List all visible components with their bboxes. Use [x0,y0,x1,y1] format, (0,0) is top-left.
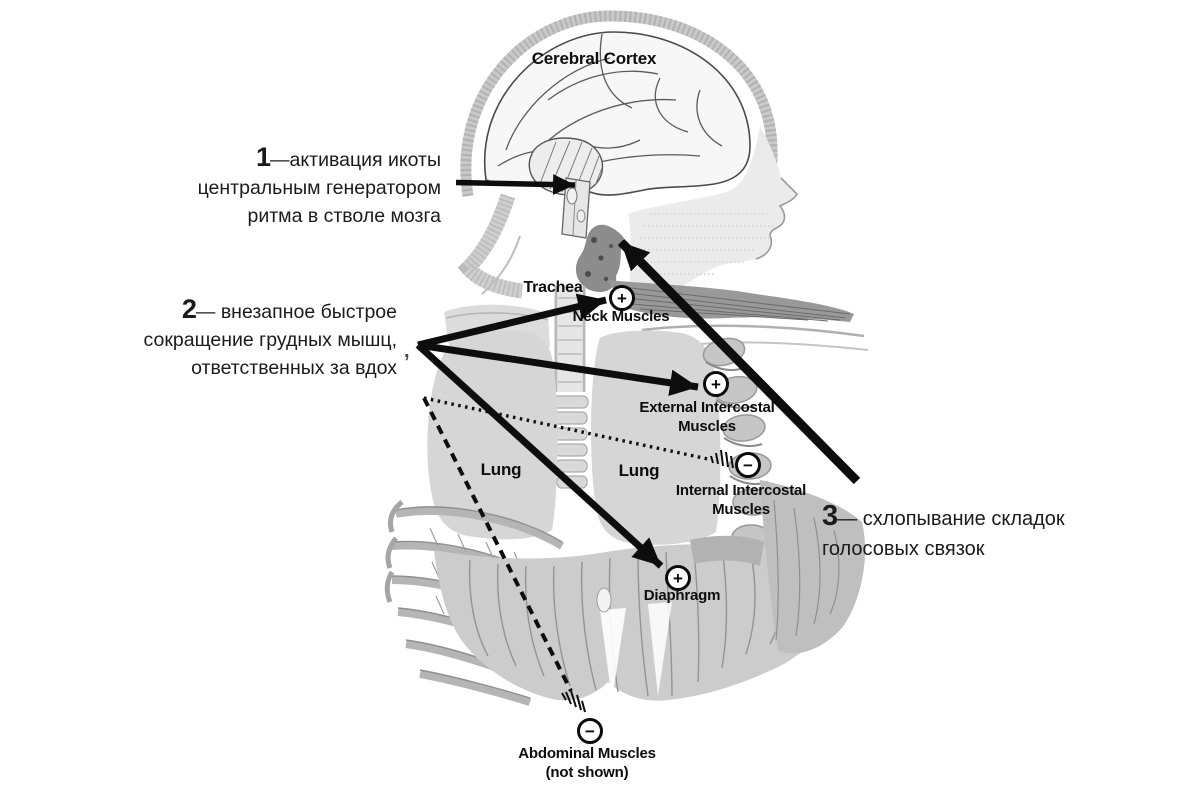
dashed-line-to-abdominal-muscles [422,397,573,692]
annotation-arrows [415,174,861,713]
annotation-2-line2: сокращение грудных мышц, [143,329,397,351]
annotation-1-line2: центральным генератором [197,177,441,199]
label-trachea: Trachea [523,279,583,296]
arrow-2-to-neck-muscles [417,293,607,349]
label-internal-intercostal: Internal Intercostal Muscles [675,482,807,518]
annotation-3-line1: 3— схлопывание складок [822,500,1065,532]
label-neck-muscles: Neck Muscles [572,308,670,325]
annotation-1: 1—активация икоты центральным генераторо… [180,143,441,230]
scan-artifact-comma: , [404,340,410,362]
annotation-3-number: 3 [822,500,838,532]
arrow-1-to-brainstem [455,174,576,195]
annotation-2: 2— внезапное быстрое сокращение грудных … [140,295,397,382]
hatch-marks-abdominal-muscles [561,690,586,713]
minus-marker-internal-intercostal: − [735,452,761,478]
hatch-marks-internal-intercostal [710,449,734,469]
annotation-2-line1: 2— внезапное быстрое [181,294,397,324]
annotation-3-line2: голосовых связок [822,538,985,560]
minus-marker-abdominal-muscles: − [577,718,603,744]
label-diaphragm: Diaphragm [643,587,721,604]
plus-marker-neck-muscles: + [609,285,635,311]
plus-marker-external-intercostal: + [703,371,729,397]
plus-marker-diaphragm: + [665,565,691,591]
annotation-2-number: 2 [181,294,197,324]
annotation-1-line3: ритма в стволе мозга [247,205,442,227]
annotation-1-line1: 1—активация икоты [256,142,441,172]
arrow-3-to-larynx [617,238,861,485]
annotation-1-number: 1 [256,142,271,172]
annotation-2-line3: ответственных за вдох [191,357,397,379]
label-abdominal-muscles: Abdominal Muscles (not shown) [518,745,656,781]
label-external-intercostal: External Intercostal Muscles [639,399,775,435]
label-lung-left: Lung [480,460,522,479]
label-lung-right: Lung [618,461,660,480]
arrow-2-to-diaphragm [415,342,664,569]
arrow-2-to-external-intercostal [417,341,699,396]
annotation-3: 3— схлопывание складок голосовых связок [822,501,1072,564]
label-cerebral-cortex: Cerebral Cortex [531,49,657,68]
